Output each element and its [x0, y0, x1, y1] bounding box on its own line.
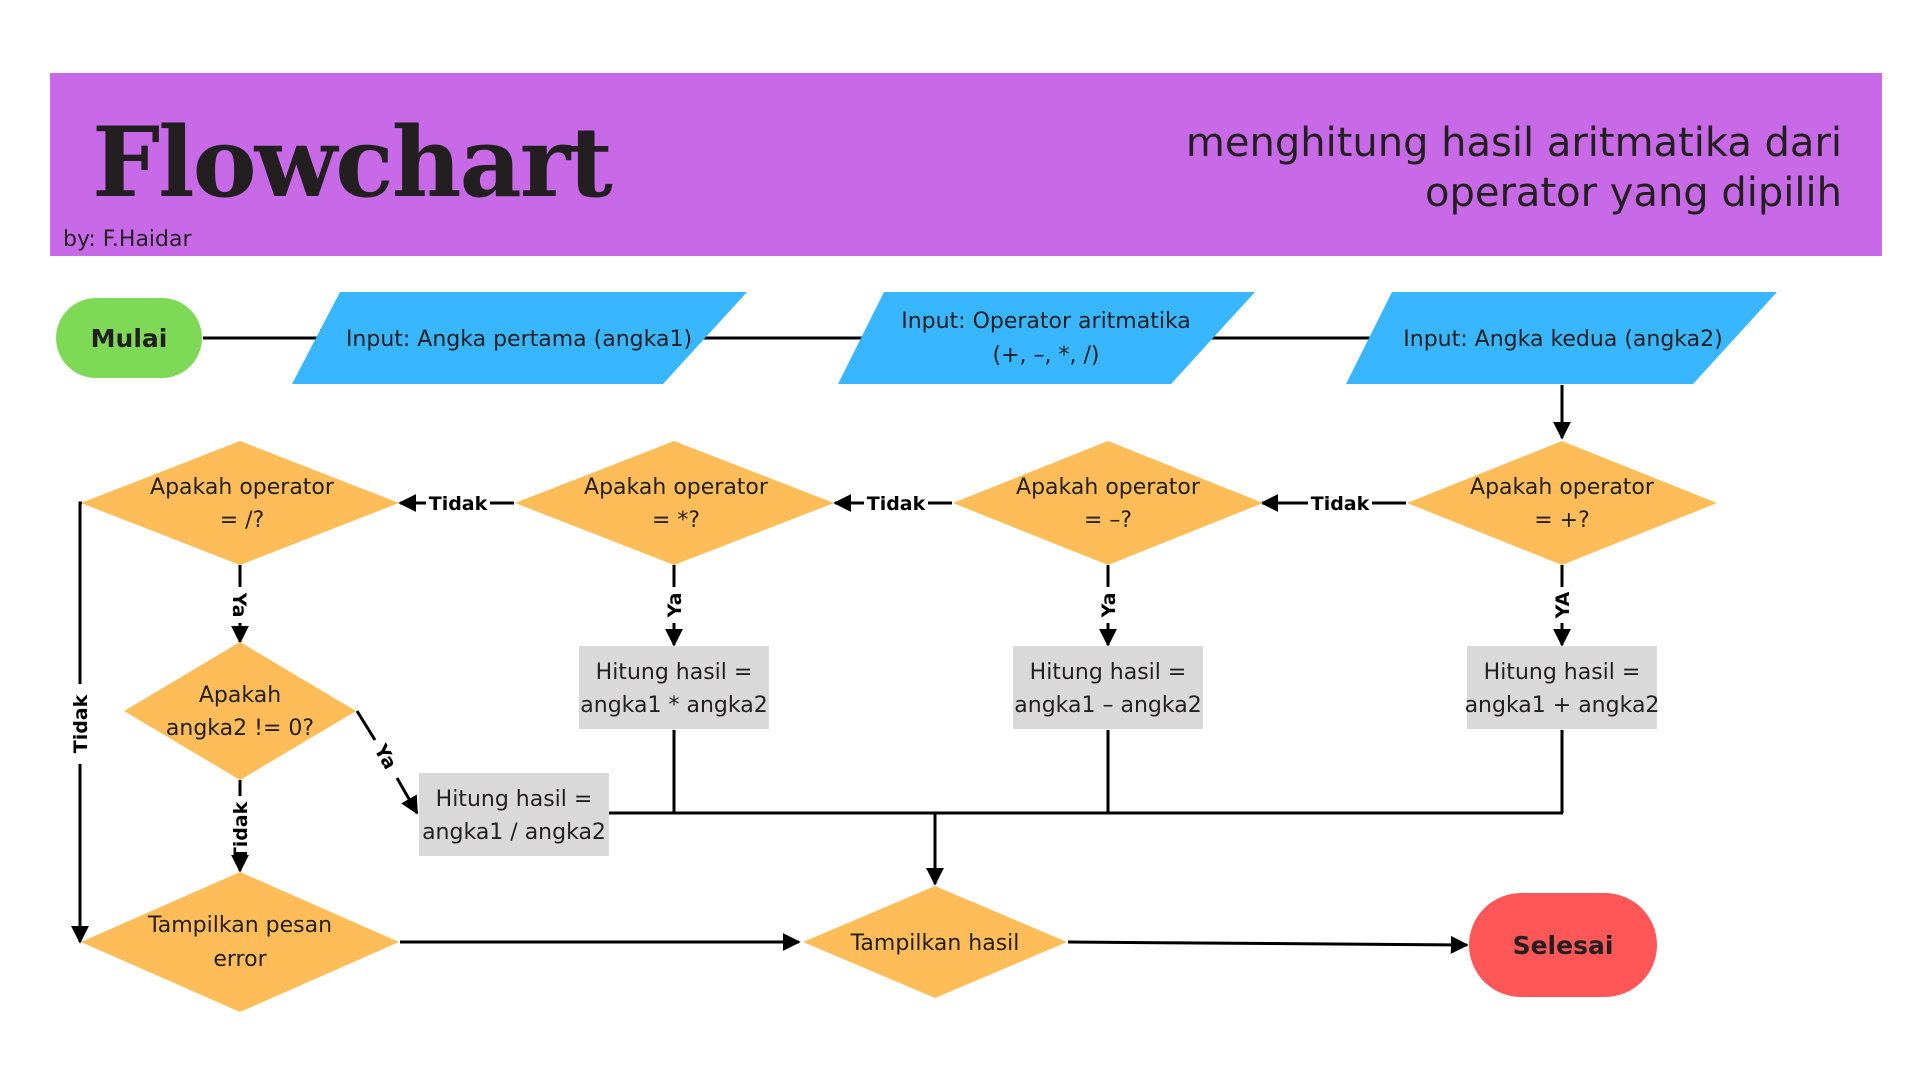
output-diamond-shape [81, 872, 399, 1012]
label-bagi-tidak: Tidak [70, 694, 92, 753]
label-kurang-ya: Ya [1098, 593, 1120, 619]
input-angka2-label: Input: Angka kedua (angka2) [1403, 327, 1722, 352]
node-cek-kurang: Apakah operator = –? [953, 441, 1263, 565]
cek-bagi-label-1: Apakah operator [150, 475, 335, 500]
input-angka1-label: Input: Angka pertama (angka1) [346, 327, 692, 352]
label-bagi-ya: Ya [228, 592, 250, 618]
node-hitung-tambah: Hitung hasil = angka1 + angka2 [1465, 646, 1660, 729]
header-banner: Flowchart by: F.Haidar menghitung hasil … [50, 73, 1882, 256]
edge-nol-ya-2 [395, 777, 419, 815]
label-tambah-tidak: Tidak [1311, 493, 1370, 515]
subtitle-line-1: menghitung hasil aritmatika dari [1185, 120, 1842, 166]
cek-bagi-label-2: = /? [220, 508, 265, 533]
hitung-bagi-label-2: angka1 / angka2 [422, 820, 606, 845]
tampilkan-hasil-label: Tampilkan hasil [850, 931, 1020, 956]
node-selesai: Selesai [1469, 893, 1657, 997]
node-cek-tambah: Apakah operator = +? [1407, 441, 1717, 565]
node-input-angka1: Input: Angka pertama (angka1) [292, 292, 747, 384]
author-credit: by: F.Haidar [63, 227, 192, 252]
decision-diamond-shape [124, 642, 356, 780]
input-operator-label-2: (+, –, *, /) [993, 343, 1100, 368]
edges [71, 329, 1571, 954]
label-tambah-ya: YA [1552, 591, 1574, 619]
decision-diamond-shape [1407, 441, 1717, 565]
input-operator-label-1: Input: Operator aritmatika [901, 309, 1191, 334]
label-kali-ya: Ya [664, 593, 686, 619]
edge-nol-ya-1 [355, 710, 377, 741]
node-hitung-kali: Hitung hasil = angka1 * angka2 [579, 646, 769, 729]
process-box-shape [579, 646, 769, 729]
node-cek-nol: Apakah angka2 != 0? [124, 642, 356, 780]
label-nol-ya: Ya [369, 740, 401, 773]
hitung-kurang-label-1: Hitung hasil = [1030, 660, 1187, 685]
cek-tambah-label-1: Apakah operator [1470, 475, 1655, 500]
cek-kali-label-2: = *? [652, 508, 700, 533]
cek-kurang-label-2: = –? [1084, 508, 1132, 533]
process-box-shape [419, 773, 609, 856]
edge-bagi-tidak-1 [78, 501, 82, 684]
start-terminal-shape [56, 298, 202, 378]
node-hitung-bagi: Hitung hasil = angka1 / angka2 [419, 773, 609, 856]
io-parallelogram-shape [838, 292, 1255, 384]
hitung-tambah-label-2: angka1 + angka2 [1465, 693, 1660, 718]
hitung-kurang-label-2: angka1 – angka2 [1014, 693, 1201, 718]
node-cek-bagi: Apakah operator = /? [81, 441, 399, 565]
page-title: Flowchart [92, 106, 613, 219]
label-nol-tidak: Tidak [230, 801, 252, 860]
output-diamond-shape [803, 886, 1067, 998]
process-box-shape [1467, 646, 1657, 729]
node-mulai: Mulai [56, 298, 202, 378]
process-box-shape [1013, 646, 1203, 729]
hitung-tambah-label-1: Hitung hasil = [1484, 660, 1641, 685]
end-terminal-shape [1469, 893, 1657, 997]
label-kurang-tidak: Tidak [867, 493, 926, 515]
cek-nol-label-1: Apakah [199, 683, 281, 708]
edge-hasil-to-selesai [1067, 935, 1469, 954]
start-label: Mulai [91, 324, 168, 353]
node-tampilkan-hasil: Tampilkan hasil [803, 886, 1067, 998]
label-kali-tidak: Tidak [429, 493, 488, 515]
io-parallelogram-shape [292, 292, 747, 384]
node-hitung-kurang: Hitung hasil = angka1 – angka2 [1013, 646, 1203, 729]
cek-nol-label-2: angka2 != 0? [166, 716, 314, 741]
subtitle-line-2: operator yang dipilih [1425, 170, 1842, 216]
decision-diamond-shape [81, 441, 399, 565]
hitung-kali-label-2: angka1 * angka2 [580, 693, 767, 718]
node-error: Tampilkan pesan error [81, 872, 399, 1012]
error-label-2: error [213, 947, 267, 972]
io-parallelogram-shape [1346, 292, 1777, 384]
node-input-operator: Input: Operator aritmatika (+, –, *, /) [838, 292, 1255, 384]
end-label: Selesai [1513, 931, 1614, 960]
hitung-bagi-label-1: Hitung hasil = [436, 787, 593, 812]
cek-kali-label-1: Apakah operator [584, 475, 769, 500]
decision-diamond-shape [953, 441, 1263, 565]
hitung-kali-label-1: Hitung hasil = [596, 660, 753, 685]
page-subtitle: menghitung hasil aritmatika dari operato… [1022, 118, 1842, 218]
node-input-angka2: Input: Angka kedua (angka2) [1346, 292, 1777, 384]
cek-tambah-label-2: = +? [1534, 508, 1590, 533]
decision-diamond-shape [515, 441, 834, 565]
cek-kurang-label-1: Apakah operator [1016, 475, 1201, 500]
node-cek-kali: Apakah operator = *? [515, 441, 834, 565]
error-label-1: Tampilkan pesan [147, 913, 332, 938]
